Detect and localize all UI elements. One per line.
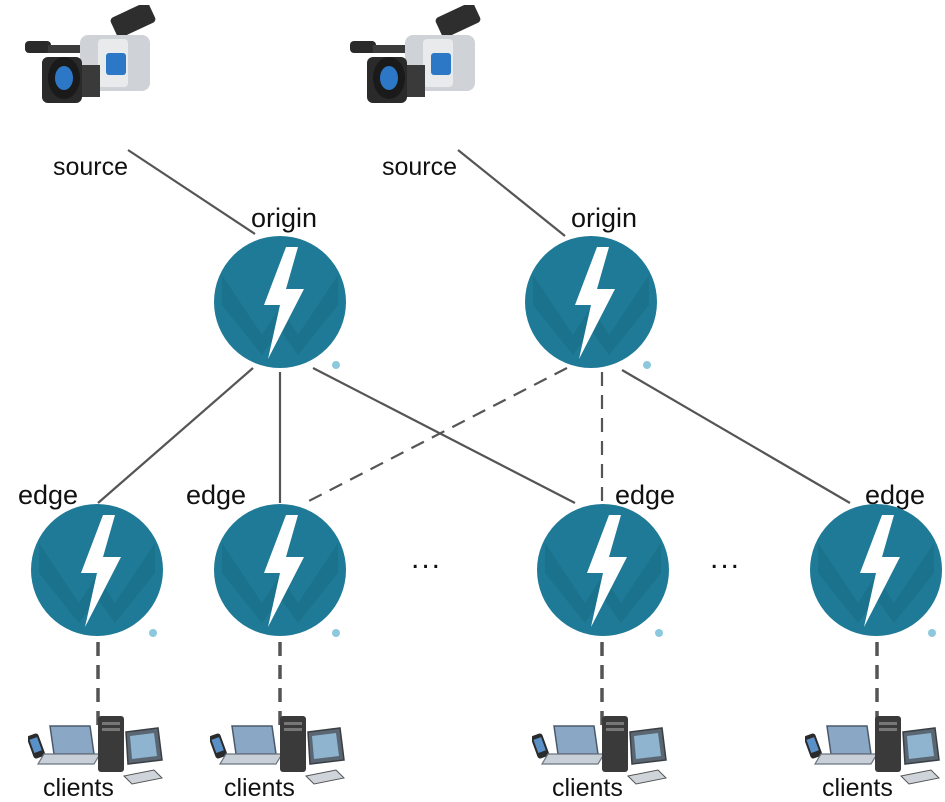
line-origin1-edge1 — [97, 367, 254, 504]
edge-label: edge — [186, 480, 247, 510]
edge-server-icon — [31, 504, 163, 637]
video-camera-icon — [25, 5, 156, 103]
clients-label: clients — [552, 774, 623, 802]
clients-label: clients — [43, 774, 114, 802]
edge-server-icon — [537, 504, 669, 637]
source-label: source — [382, 153, 458, 181]
edge-label: edge — [865, 480, 926, 510]
origin-label: origin — [571, 203, 638, 233]
line-origin1-edge3 — [312, 367, 576, 504]
origin-server-icon — [525, 236, 657, 369]
line-source2-origin2 — [457, 149, 566, 237]
client-devices-icon — [28, 716, 164, 785]
video-camera-icon — [350, 5, 481, 103]
ellipsis: ... — [411, 542, 443, 575]
ellipsis: ... — [710, 542, 742, 575]
client-devices-icon — [532, 716, 668, 785]
clients-label: clients — [224, 774, 295, 802]
source-label: source — [53, 153, 129, 181]
origin-label: origin — [251, 203, 318, 233]
client-devices-icon — [210, 716, 346, 785]
origin-server-icon — [214, 236, 346, 369]
edge-label: edge — [615, 480, 676, 510]
edge-server-icon — [810, 504, 942, 637]
client-devices-icon — [805, 716, 941, 785]
line-origin2-edge4 — [621, 369, 851, 504]
edge-server-icon — [214, 504, 346, 637]
line-source1-origin1 — [127, 149, 256, 235]
line-origin2-edge2-dashed — [304, 367, 568, 504]
clients-label: clients — [822, 774, 893, 802]
edge-label: edge — [18, 480, 79, 510]
